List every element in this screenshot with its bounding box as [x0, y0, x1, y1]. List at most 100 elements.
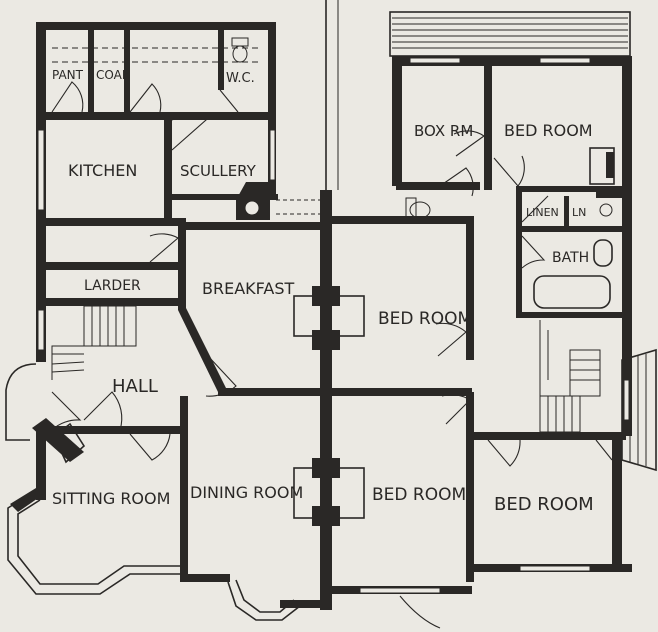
room-label-bed-room-top: BED ROOM — [504, 121, 593, 140]
toilet-cistern — [231, 37, 249, 47]
wall — [10, 488, 44, 512]
window — [623, 379, 630, 421]
door-swing — [595, 439, 613, 461]
wall — [36, 430, 46, 500]
bay-window — [235, 579, 295, 613]
door-swing — [487, 439, 521, 467]
room-label-bed-room-middle: BED ROOM — [378, 309, 472, 329]
wall — [396, 182, 480, 190]
door-swing — [435, 322, 467, 357]
door-swing — [149, 233, 179, 263]
wall — [392, 56, 632, 66]
room-label-breakfast: BREAKFAST — [202, 279, 294, 298]
staircase — [51, 305, 137, 380]
door-swing — [51, 391, 82, 431]
ground-floor-plan — [5, 22, 365, 621]
door-swing — [205, 355, 237, 397]
door-swing — [441, 394, 471, 425]
room-label-linen: LINEN — [526, 206, 559, 219]
wall — [392, 56, 402, 186]
first-floor-plan — [332, 11, 657, 629]
window — [359, 587, 441, 594]
window — [519, 565, 591, 572]
door-swing — [399, 595, 441, 629]
wall — [516, 186, 626, 192]
wall — [622, 56, 632, 436]
stair-winder — [51, 345, 85, 380]
window — [539, 57, 591, 64]
window — [37, 129, 45, 211]
wall — [36, 426, 186, 434]
room-label-wc: W.C. — [226, 71, 255, 86]
wall — [516, 190, 522, 318]
wall — [612, 436, 622, 572]
door-swing — [453, 130, 485, 157]
wall — [32, 418, 84, 462]
wall — [472, 432, 626, 440]
door-swing — [51, 81, 84, 113]
door-swing — [219, 89, 239, 113]
wall — [516, 312, 626, 318]
stair-rail — [539, 320, 549, 396]
door-swing — [521, 195, 549, 223]
room-label-bath: BATH — [552, 250, 589, 266]
wall — [596, 190, 626, 198]
wall — [516, 226, 626, 232]
stair-flight — [539, 395, 581, 433]
wall — [484, 66, 492, 190]
wc-fixture — [231, 37, 249, 63]
bay-window — [293, 467, 365, 519]
bay-window — [17, 499, 180, 585]
porch-pier — [53, 422, 86, 464]
door-swing — [439, 167, 474, 197]
linen-fixture — [599, 203, 613, 217]
room-label-scullery: SCULLERY — [180, 162, 257, 180]
bath-basin — [593, 239, 613, 267]
chimney-breast — [312, 330, 340, 350]
wall — [168, 194, 278, 200]
porch — [5, 363, 37, 441]
lean-to — [621, 348, 657, 472]
room-label-box-room: BOX RM — [414, 122, 473, 140]
roof-hatching — [389, 11, 631, 57]
room-label-bed-room-lower: BED ROOM — [372, 485, 466, 505]
wall — [36, 218, 186, 226]
wall — [124, 30, 130, 114]
wall — [36, 112, 276, 120]
wall — [466, 216, 474, 360]
window — [409, 57, 461, 64]
toilet-bowl — [232, 45, 248, 63]
room-label-linen-2: LN — [572, 206, 586, 219]
room-label-kitchen: KITCHEN — [68, 161, 137, 180]
wall — [186, 222, 332, 230]
door-swing — [171, 115, 207, 151]
door-swing — [83, 391, 123, 431]
stair-flight — [83, 305, 137, 347]
wall — [180, 574, 230, 582]
bay-window — [293, 295, 365, 337]
wall — [178, 226, 226, 392]
door-swing — [493, 155, 525, 187]
stair-flight — [569, 349, 601, 397]
roof-outline — [389, 11, 631, 57]
door-swing — [521, 235, 546, 269]
wall — [564, 196, 569, 230]
copper-basin — [244, 200, 260, 216]
room-label-coal: COAL — [96, 68, 129, 82]
lean-to-outline — [621, 348, 657, 472]
wall — [36, 262, 182, 270]
wall — [36, 22, 276, 30]
room-label-larder: LARDER — [84, 278, 141, 294]
wall — [466, 392, 474, 582]
wc-fixture — [405, 197, 417, 221]
fireplace — [606, 152, 614, 178]
window — [37, 309, 45, 351]
wall — [218, 30, 224, 90]
bay-window — [227, 581, 301, 621]
wall — [218, 388, 332, 396]
wall — [36, 298, 182, 306]
room-label-hall: HALL — [112, 376, 158, 397]
wall — [332, 388, 472, 396]
room-label-bed-room-right: BED ROOM — [494, 494, 594, 515]
door-swing — [129, 433, 171, 461]
